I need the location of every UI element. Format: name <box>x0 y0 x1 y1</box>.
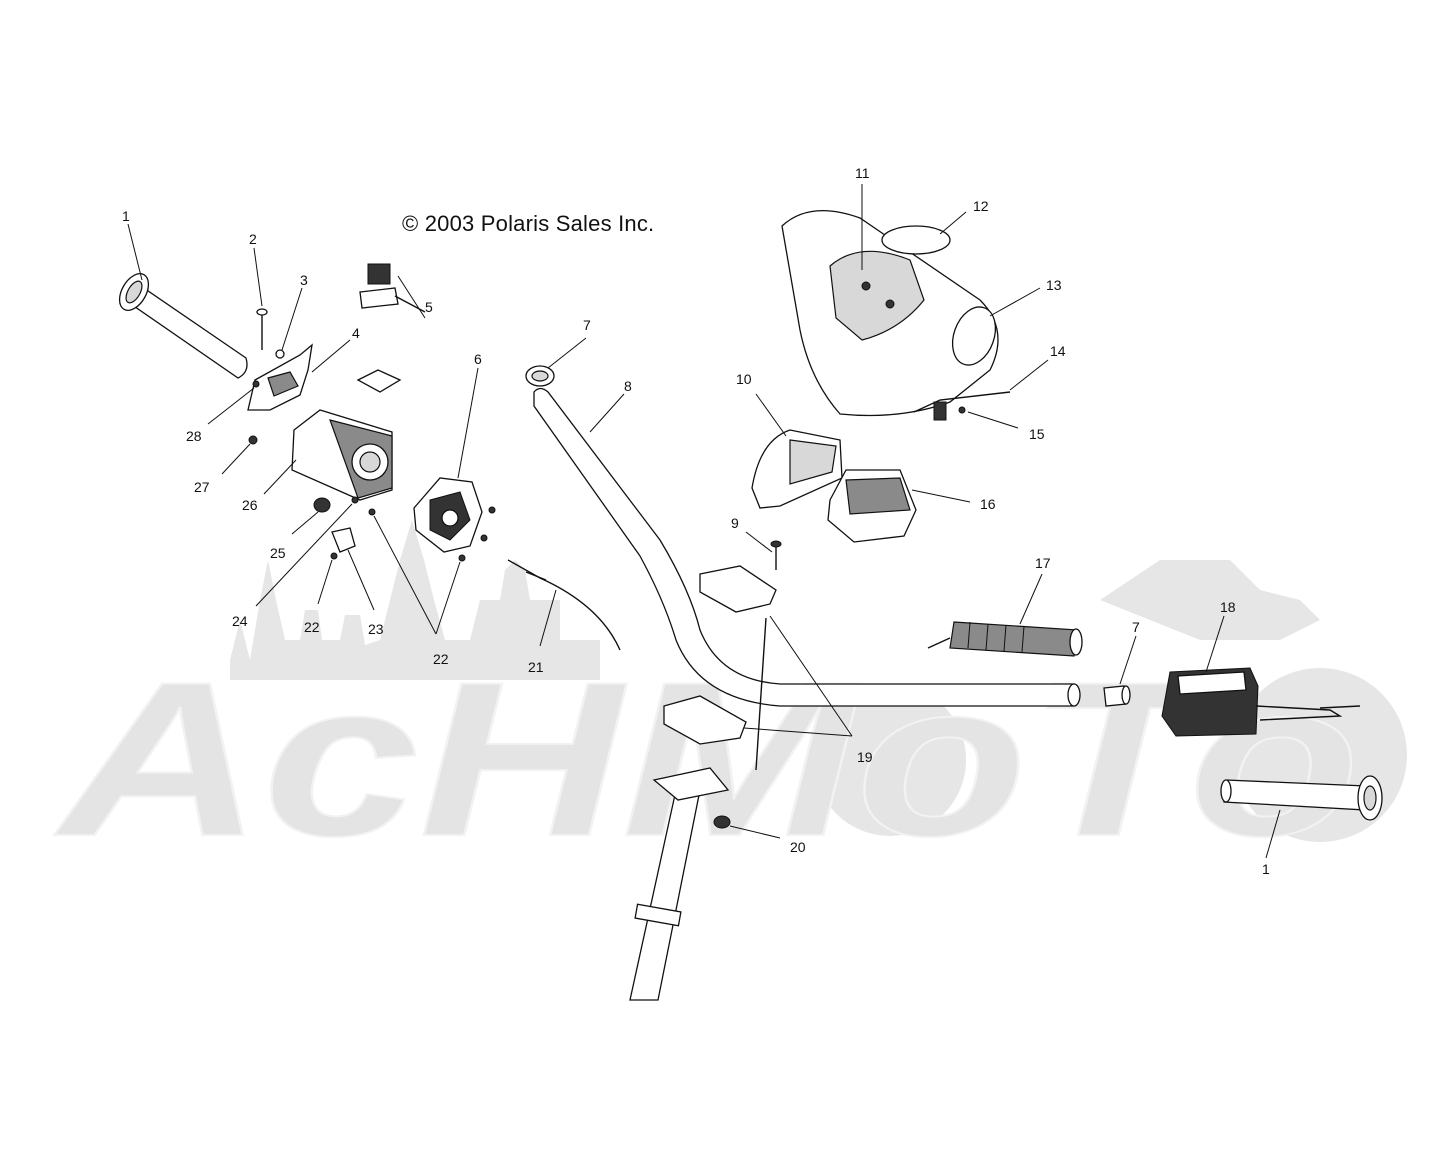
part-18-control <box>1161 615 1361 737</box>
callout-27: 27 <box>194 479 210 495</box>
part-10-cover <box>751 393 843 509</box>
callout-25: 25 <box>270 545 286 561</box>
callout-16: 16 <box>980 496 996 512</box>
part-20-nut <box>713 815 781 839</box>
small-hardware-left <box>207 380 466 635</box>
part-1-right-grip <box>1220 775 1383 859</box>
part-16-cover <box>827 469 971 543</box>
callout-13: 13 <box>1046 277 1062 293</box>
callout-labels: 1 2 3 4 5 6 7 8 9 10 11 12 13 14 15 16 1… <box>122 165 1270 877</box>
callout-1-left: 1 <box>122 208 130 224</box>
part-26-housing <box>263 409 393 501</box>
callout-9: 9 <box>731 515 739 531</box>
callout-17: 17 <box>1035 555 1051 571</box>
part-2-screw <box>253 247 268 350</box>
callout-21: 21 <box>528 659 544 675</box>
callout-28: 28 <box>186 428 202 444</box>
callout-14: 14 <box>1050 343 1066 359</box>
callout-5: 5 <box>425 299 433 315</box>
callout-10: 10 <box>736 371 752 387</box>
part-11-13-fairing <box>781 184 1041 417</box>
callout-7-right: 7 <box>1132 619 1140 635</box>
part-5-switch <box>356 263 426 393</box>
callout-20: 20 <box>790 839 806 855</box>
callout-23: 23 <box>368 621 384 637</box>
callout-15: 15 <box>1029 426 1045 442</box>
callout-6: 6 <box>474 351 482 367</box>
steering-post <box>629 767 730 1001</box>
callout-8: 8 <box>624 378 632 394</box>
callout-22-left: 22 <box>304 619 320 635</box>
part-14-15-wire <box>913 359 1049 429</box>
callout-12: 12 <box>973 198 989 214</box>
part-9-bolt <box>745 531 782 570</box>
callout-3: 3 <box>300 272 308 288</box>
callout-1-right: 1 <box>1262 861 1270 877</box>
callout-2: 2 <box>249 231 257 247</box>
part-1-left-grip <box>118 223 248 379</box>
part-3-4-bracket <box>247 287 351 411</box>
callout-24: 24 <box>232 613 248 629</box>
part-8-handlebar <box>525 337 1081 707</box>
part-21-cable <box>507 559 621 651</box>
callout-18: 18 <box>1220 599 1236 615</box>
callout-19: 19 <box>857 749 873 765</box>
part-17-throttle-grip <box>927 573 1083 657</box>
callout-11: 11 <box>855 165 870 181</box>
callout-4: 4 <box>352 325 360 341</box>
part-6-control-housing <box>413 367 496 553</box>
callout-7-left: 7 <box>583 317 591 333</box>
part-7-plug-right <box>1103 635 1137 707</box>
callout-22-right: 22 <box>433 651 449 667</box>
part-19-clamps <box>663 565 853 771</box>
callout-26: 26 <box>242 497 258 513</box>
copyright-notice: © 2003 Polaris Sales Inc. <box>402 211 655 236</box>
